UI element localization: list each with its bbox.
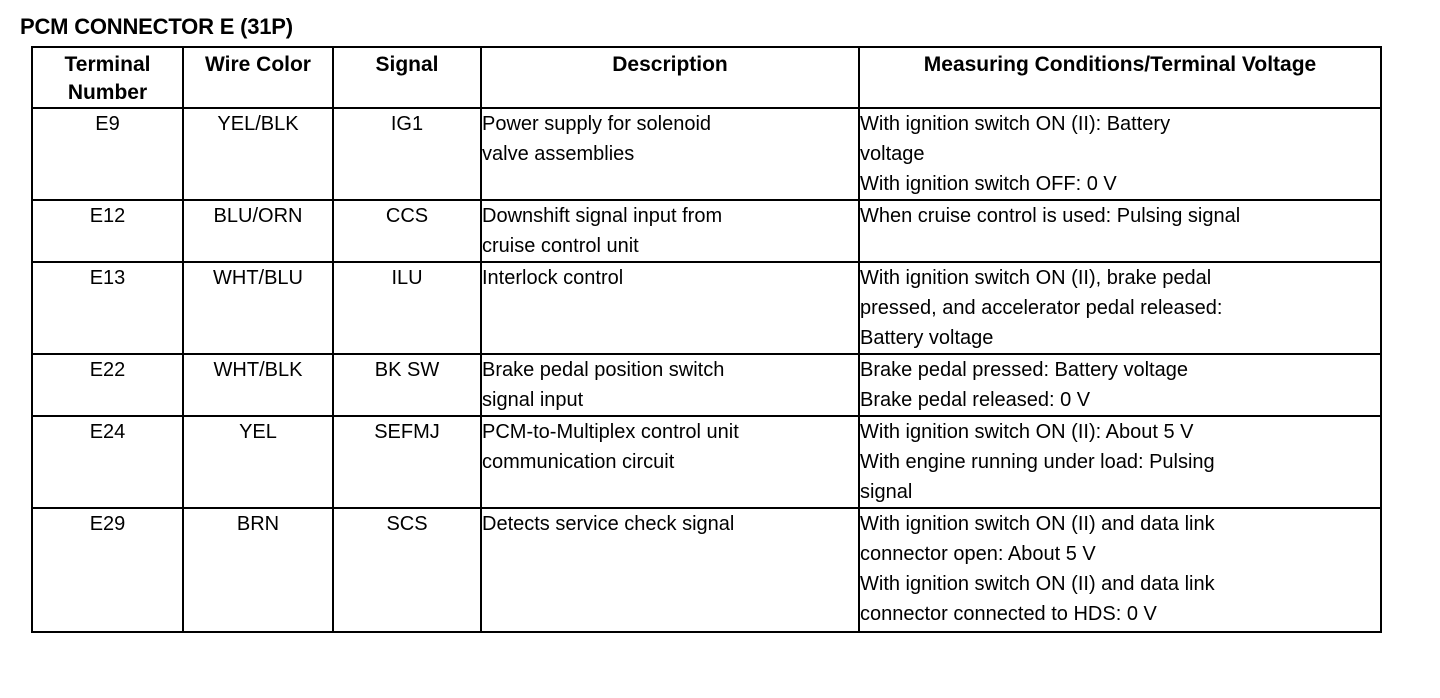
cell-description: Detects service check signal [480, 507, 860, 633]
cell-wire-color: YEL [182, 415, 334, 509]
column-header-measuring-conditions: Measuring Conditions/Terminal Voltage [858, 46, 1382, 109]
cell-signal: IG1 [332, 107, 482, 201]
table-row: E24 YEL SEFMJ PCM-to-Multiplex control u… [31, 415, 1382, 509]
text-line: When cruise control is used: Pulsing sig… [860, 205, 1241, 227]
text-line: signal [860, 481, 913, 503]
column-header-wire-color: Wire Color [182, 46, 334, 109]
header-line: Wire Color [205, 53, 311, 76]
header-line: Number [67, 81, 148, 104]
text-line: Downshift signal input from [482, 205, 723, 227]
text-line: Battery voltage [860, 327, 994, 349]
cell-terminal-number: E9 [31, 107, 184, 201]
cell-description: Downshift signal input from cruise contr… [480, 199, 860, 263]
text-line: Interlock control [482, 267, 624, 289]
text-line: connector open: About 5 V [860, 543, 1096, 565]
text-line: communication circuit [482, 451, 675, 473]
cell-terminal-number: E13 [31, 261, 184, 355]
cell-wire-color: YEL/BLK [182, 107, 334, 201]
cell-terminal-number: E12 [31, 199, 184, 263]
table-header-row: Terminal Number Wire Color Signal Descri… [31, 46, 1382, 109]
text-line: signal input [482, 389, 584, 411]
header-line: Description [612, 53, 728, 76]
text-line: connector connected to HDS: 0 V [860, 603, 1157, 625]
cell-measuring-conditions: When cruise control is used: Pulsing sig… [858, 199, 1382, 263]
column-header-signal: Signal [332, 46, 482, 109]
table-row: E29 BRN SCS Detects service check signal… [31, 507, 1382, 633]
page-title: PCM CONNECTOR E (31P) [20, 14, 293, 39]
cell-terminal-number: E24 [31, 415, 184, 509]
cell-wire-color: BLU/ORN [182, 199, 334, 263]
cell-measuring-conditions: Brake pedal pressed: Battery voltage Bra… [858, 353, 1382, 417]
column-header-description: Description [480, 46, 860, 109]
cell-measuring-conditions: With ignition switch ON (II): About 5 V … [858, 415, 1382, 509]
cell-wire-color: WHT/BLU [182, 261, 334, 355]
cell-wire-color: BRN [182, 507, 334, 633]
text-line: With ignition switch ON (II) and data li… [860, 573, 1215, 595]
cell-wire-color: WHT/BLK [182, 353, 334, 417]
cell-terminal-number: E22 [31, 353, 184, 417]
header-line: Measuring Conditions/Terminal Voltage [923, 53, 1317, 76]
pcm-connector-pin-table: Terminal Number Wire Color Signal Descri… [31, 46, 1382, 633]
column-header-terminal-number: Terminal Number [31, 46, 184, 109]
table-row: E9 YEL/BLK IG1 Power supply for solenoid… [31, 107, 1382, 201]
cell-measuring-conditions: With ignition switch ON (II) and data li… [858, 507, 1382, 633]
cell-description: Power supply for solenoid valve assembli… [480, 107, 860, 201]
table-row: E13 WHT/BLU ILU Interlock control With i… [31, 261, 1382, 355]
cell-signal: SEFMJ [332, 415, 482, 509]
text-line: Brake pedal position switch [482, 359, 725, 381]
text-line: With ignition switch OFF: 0 V [860, 173, 1117, 195]
text-line: With ignition switch ON (II) and data li… [860, 513, 1215, 535]
cell-measuring-conditions: With ignition switch ON (II), brake peda… [858, 261, 1382, 355]
text-line: Brake pedal released: 0 V [860, 389, 1091, 411]
cell-signal: ILU [332, 261, 482, 355]
header-line: Signal [375, 53, 439, 76]
cell-description: Brake pedal position switch signal input [480, 353, 860, 417]
header-line: Terminal [64, 53, 151, 76]
cell-signal: CCS [332, 199, 482, 263]
text-line: With engine running under load: Pulsing [860, 451, 1215, 473]
table-row: E22 WHT/BLK BK SW Brake pedal position s… [31, 353, 1382, 417]
table-row: E12 BLU/ORN CCS Downshift signal input f… [31, 199, 1382, 263]
text-line: With ignition switch ON (II): About 5 V [860, 421, 1194, 443]
text-line: valve assemblies [482, 143, 635, 165]
text-line: pressed, and accelerator pedal released: [860, 297, 1223, 319]
text-line: cruise control unit [482, 235, 639, 257]
cell-description: Interlock control [480, 261, 860, 355]
text-line: With ignition switch ON (II): Battery [860, 113, 1171, 135]
cell-terminal-number: E29 [31, 507, 184, 633]
text-line: Power supply for solenoid [482, 113, 712, 135]
cell-signal: BK SW [332, 353, 482, 417]
text-line: Detects service check signal [482, 513, 735, 535]
text-line: voltage [860, 143, 925, 165]
cell-measuring-conditions: With ignition switch ON (II): Battery vo… [858, 107, 1382, 201]
cell-description: PCM-to-Multiplex control unit communicat… [480, 415, 860, 509]
text-line: With ignition switch ON (II), brake peda… [860, 267, 1212, 289]
text-line: PCM-to-Multiplex control unit [482, 421, 739, 443]
text-line: Brake pedal pressed: Battery voltage [860, 359, 1188, 381]
cell-signal: SCS [332, 507, 482, 633]
